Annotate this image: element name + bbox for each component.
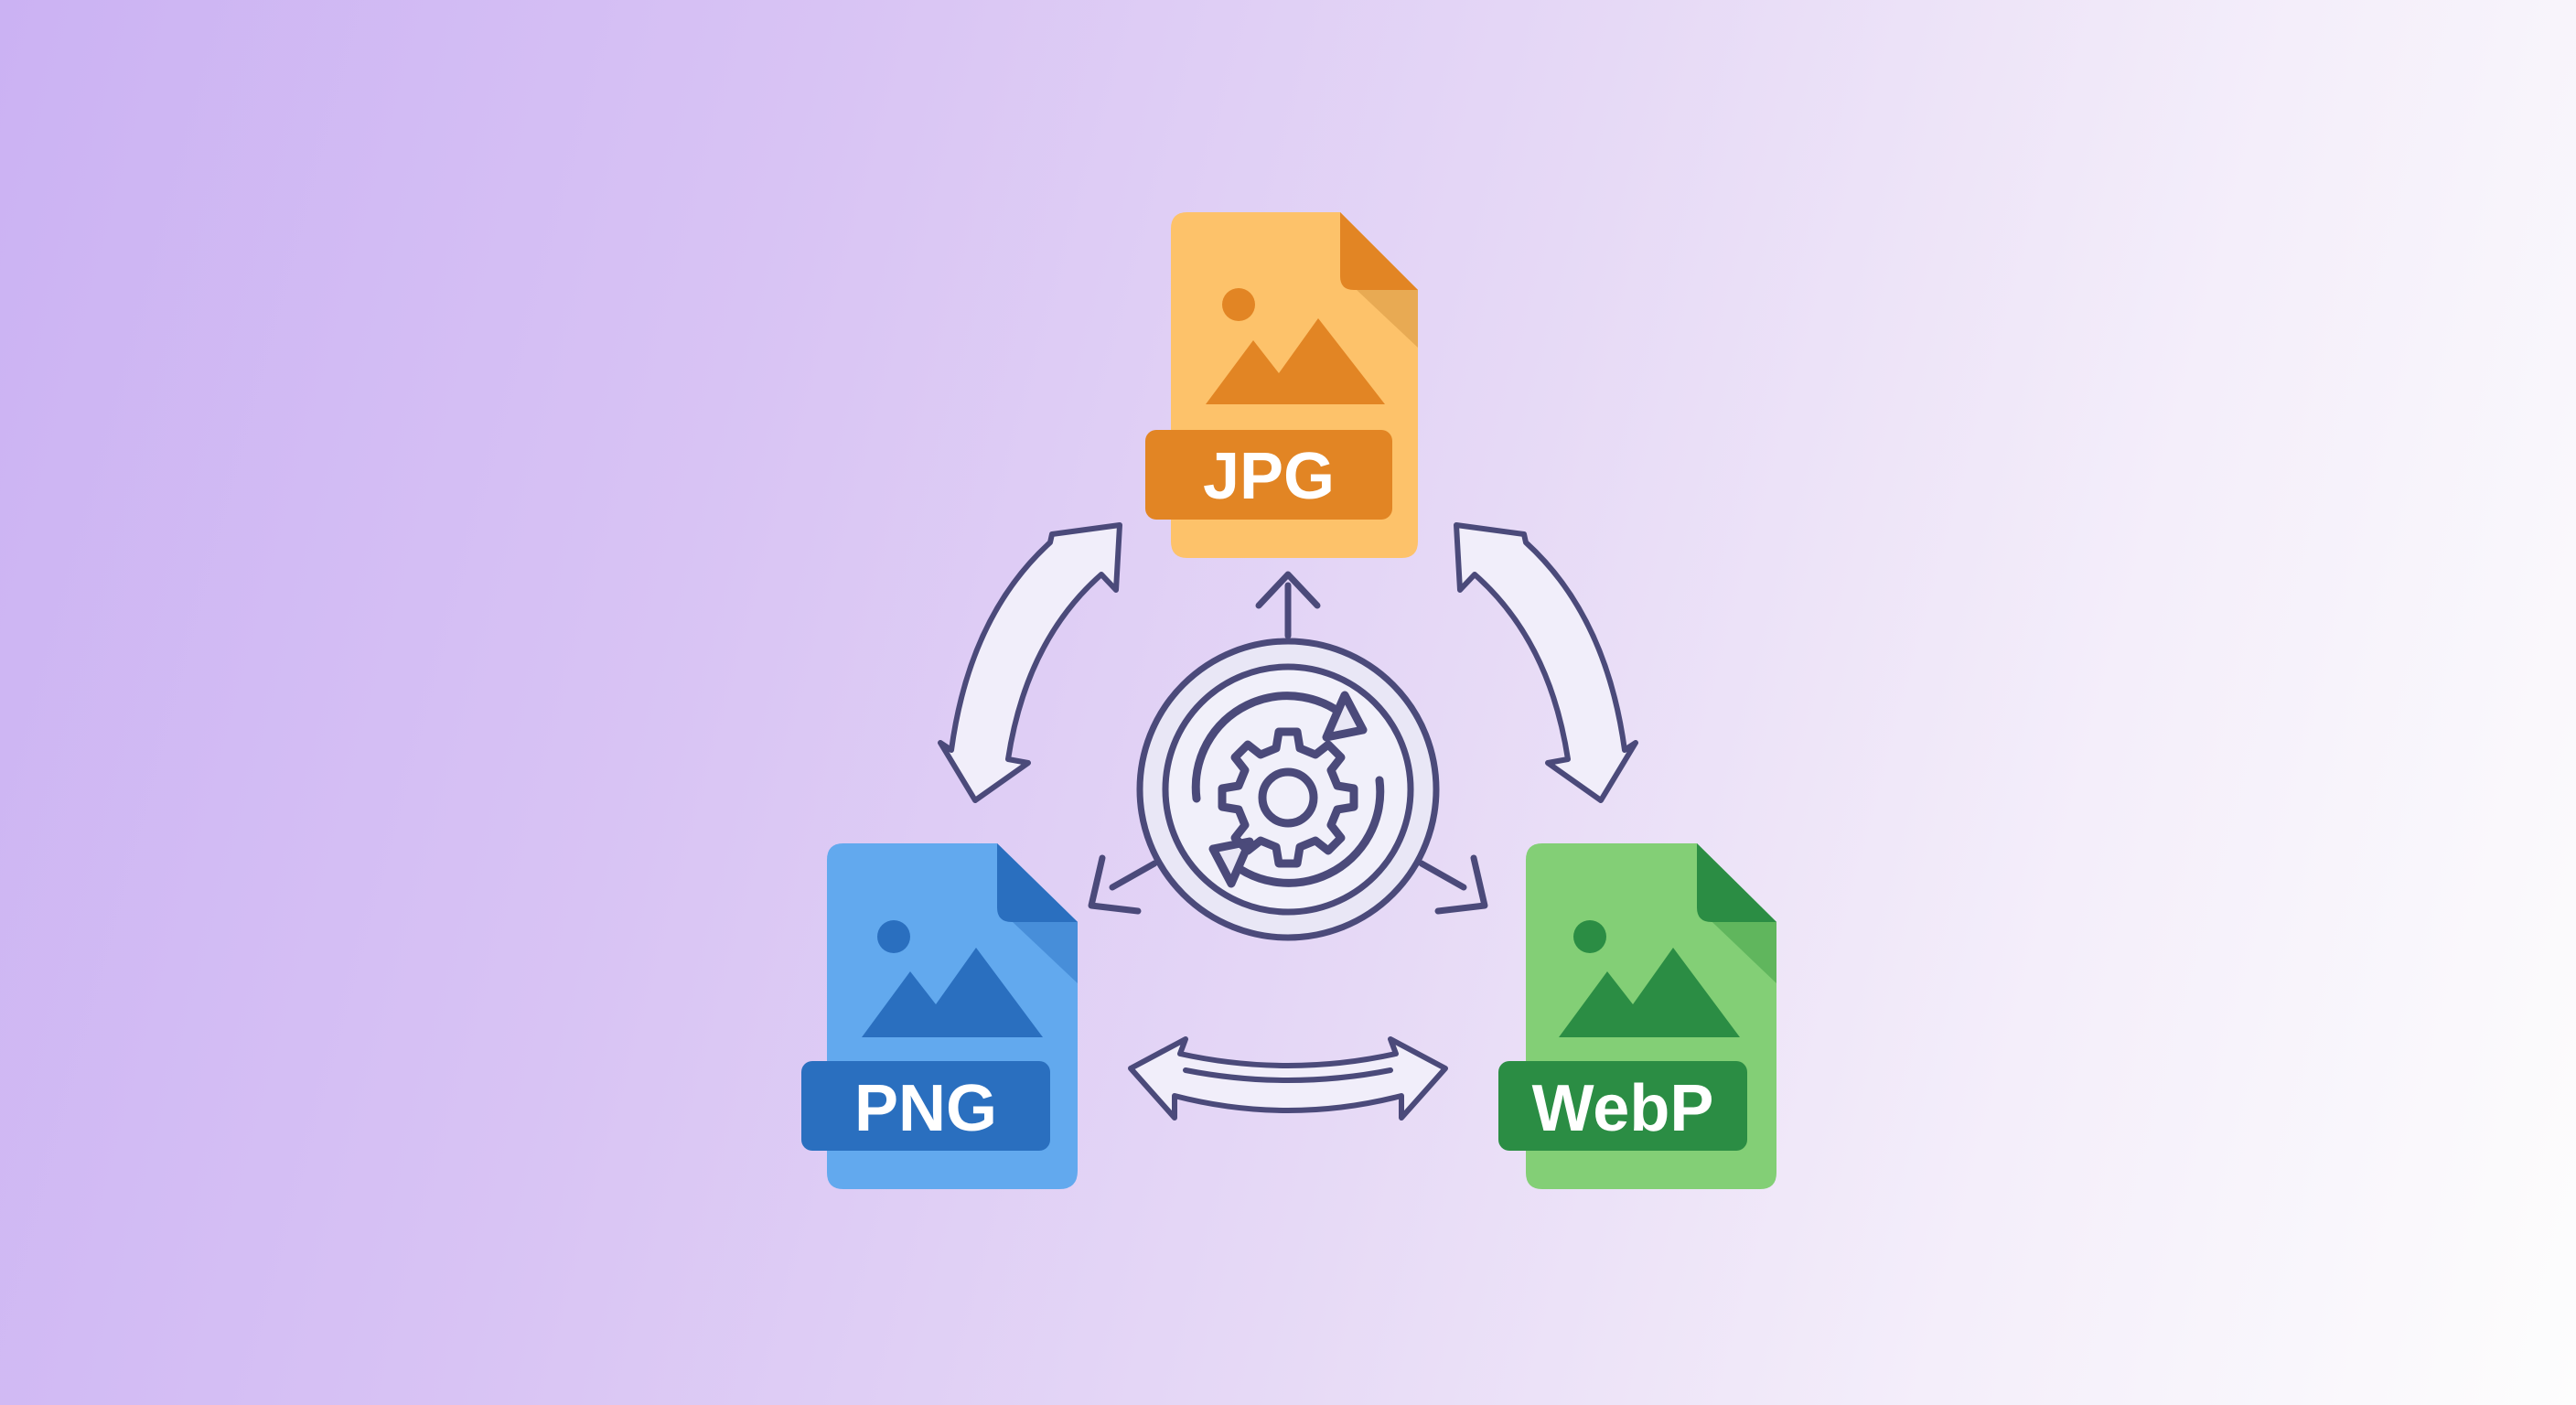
jpg-label-badge [1145,430,1392,520]
refresh-arrows-icon [1191,691,1385,888]
png-file-icon: PNG [801,843,1078,1189]
double-arrow-jpg-webp [1454,522,1638,803]
png-label: PNG [854,1072,997,1145]
png-image-icon [862,920,1043,1037]
webp-label-badge [1498,1061,1747,1151]
png-file-fold-corner [997,843,1078,922]
jpg-file-icon: JPG [1145,212,1418,558]
hub-inner-ring [1162,663,1414,916]
jpg-file-fold-corner [1340,212,1418,290]
jpg-image-icon [1206,288,1385,404]
webp-image-icon [1559,920,1740,1037]
gear-icon [1218,727,1358,868]
conversion-hub [1088,571,1488,941]
webp-file-fold-corner [1697,843,1776,922]
webp-label: WebP [1532,1072,1714,1145]
hub-arrow-to-jpg [1255,571,1321,639]
webp-file-icon: WebP [1498,843,1776,1189]
png-label-badge [801,1061,1050,1151]
hub-arrow-to-webp [1418,854,1488,915]
jpg-label: JPG [1203,440,1335,513]
hub-arrow-to-png [1088,854,1158,915]
double-arrow-png-webp [1128,1036,1448,1121]
double-arrow-jpg-png [938,522,1122,803]
